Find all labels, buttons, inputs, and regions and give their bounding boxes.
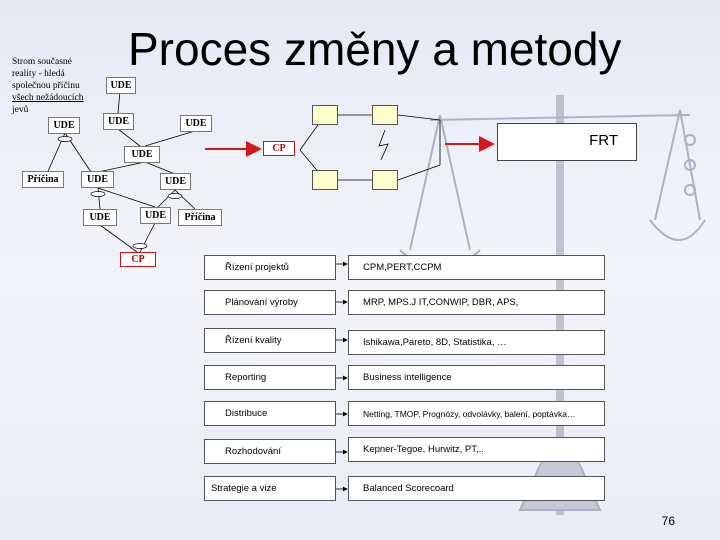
ude-node: UDE [160,173,191,190]
description-line: společnou příčinu [12,81,80,91]
ude-node: UDE [83,209,117,226]
ude-node: UDE [48,117,80,134]
area-box: Plánování výroby [204,290,336,315]
description-line: Strom současné [12,57,72,67]
ude-node: UDE [81,171,114,188]
core-problem-node: CP [120,252,156,267]
methods-box: CPM,PERT,CCPM [348,255,605,280]
ude-node: UDE [106,77,136,94]
tree-description: Strom současné reality - hledá společnou… [12,56,104,116]
area-box: Řízení kvality [204,328,336,353]
page-title: Proces změny a metody [128,23,622,75]
area-box: Strategie a vize [204,476,336,501]
frt-box: FRT [497,123,637,161]
ude-node: UDE [180,115,212,132]
frt-node [372,170,398,190]
area-box: Reporting [204,365,336,390]
frt-node [312,170,338,190]
area-box: Řízení projektů [204,255,336,280]
methods-box: MRP, MPS.J IT,CONWIP, DBR, APS, [348,290,605,315]
methods-box: Netting, TMOP, Prognózy, odvolávky, bale… [348,401,605,426]
methods-box: Kepner-Tegoe, Hurwitz, PT,.. [348,437,605,462]
frt-node [372,105,398,125]
methods-box: Ishikawa,Pareto, 8D, Statistika, … [348,330,605,355]
description-line: reality - hledá [12,69,65,79]
cause-node: Příčina [178,209,222,226]
ude-node: UDE [140,207,171,224]
ude-node: UDE [103,113,134,130]
methods-box: Balanced Scorecoard [348,476,605,501]
ude-node: UDE [124,146,160,163]
area-box: Distribuce [204,401,336,426]
area-box: Rozhodování [204,439,336,464]
description-line: jevů [12,105,29,115]
description-line: všech nežádoucích [12,93,84,103]
methods-box: Business intelligence [348,365,605,390]
core-problem-node: CP [263,141,295,156]
page-number: 76 [661,514,675,528]
frt-node [312,105,338,125]
cause-node: Příčina [22,171,64,188]
